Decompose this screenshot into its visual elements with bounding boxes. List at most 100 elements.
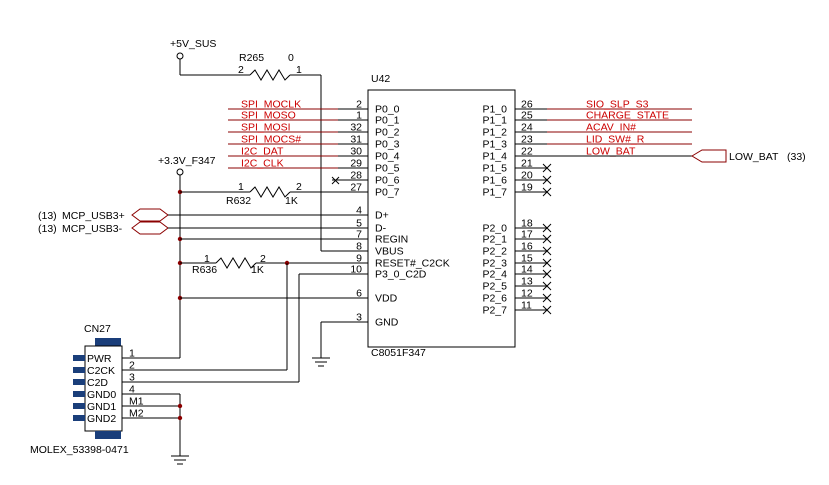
pin-name-p2-5: P2_5 <box>482 281 507 293</box>
pin-num-p2-6: 12 <box>521 288 533 300</box>
pin-num-p0-5: 29 <box>350 158 362 170</box>
r632-ref: R632 <box>226 195 251 207</box>
connector-pin-num-c2d: 3 <box>129 372 135 384</box>
vsus-label: +5V_SUS <box>170 38 216 50</box>
net-label-spi-moclk: SPI_MOCLK <box>241 99 301 111</box>
pin-num-p2-3: 15 <box>521 253 533 265</box>
net-label-spi-moso: SPI_MOSO <box>241 110 296 122</box>
net-label-i2c-clk: I2C_CLK <box>241 158 284 170</box>
connector-top-tab <box>95 338 121 346</box>
no-connect-p2-2 <box>542 246 552 256</box>
pin-num-d: 4 <box>356 205 362 217</box>
low-bat-arrow <box>691 149 727 163</box>
pin-name-p0-7: P0_7 <box>375 187 400 199</box>
pin-name-p0-6: P0_6 <box>375 175 400 187</box>
usb-offpage: (13) MCP_USB3+ (13) MCP_USB3- <box>38 208 368 235</box>
r632-value: 1K <box>285 195 298 207</box>
r265-ref: R265 <box>239 52 264 64</box>
usb-pos-name: MCP_USB3+ <box>62 210 125 222</box>
pin-name-p2-3: P2_3 <box>482 258 507 270</box>
connector-pin-gnd0 <box>73 391 85 397</box>
pin-name-p1-6: P1_6 <box>482 175 507 187</box>
ic-gnd <box>312 321 368 367</box>
v33-rail: +3.3V_F347 <box>158 155 368 358</box>
connector-pin-label-gnd1: GND1 <box>87 401 116 413</box>
ic-part: C8051F347 <box>371 347 426 359</box>
pin-name-gnd: GND <box>375 317 399 329</box>
r265-zigzag <box>249 69 291 81</box>
usb-pos-ref: (13) <box>38 210 57 222</box>
pin-name-p0-2: P0_2 <box>375 127 400 139</box>
pin-name-p2-1: P2_1 <box>482 234 507 246</box>
p06-no-connect <box>331 176 340 185</box>
pin-num-p1-6: 20 <box>521 170 533 182</box>
pin-num-vbus: 8 <box>356 241 362 253</box>
pin-name-vdd: VDD <box>375 293 398 305</box>
connector-pin-label-gnd0: GND0 <box>87 389 116 401</box>
low-bat-name: LOW_BAT <box>729 151 779 163</box>
pin-name-d: D+ <box>375 210 389 222</box>
r636-pin-b: 2 <box>260 253 266 265</box>
usb-neg-name: MCP_USB3- <box>62 223 123 235</box>
pin-name-p2-4: P2_4 <box>482 269 507 281</box>
usb-pos-arrow <box>131 208 169 222</box>
ic-u42: U42 C8051F347 <box>367 73 516 359</box>
connector-pin-c2ck <box>73 367 85 373</box>
connector-pin-num-gnd2: M2 <box>129 408 144 420</box>
v33-terminal <box>176 168 184 176</box>
usb-neg-arrow <box>131 221 169 235</box>
pin-num-p0-6: 28 <box>350 170 362 182</box>
net-label-i2c-dat: I2C_DAT <box>241 146 284 158</box>
pin-name-p0-5: P0_5 <box>375 163 400 175</box>
pin-name-regin: REGIN <box>375 234 408 246</box>
pin-num-p0-3: 31 <box>350 134 362 146</box>
connector-pin-num-gnd1: M1 <box>129 396 144 408</box>
low-bat-offpage: LOW_BAT (33) <box>515 149 806 163</box>
connector-pin-label-pwr: PWR <box>87 353 112 365</box>
pin-name-p0-4: P0_4 <box>375 151 400 163</box>
pin-num-reset-c2ck: 9 <box>356 253 362 265</box>
connector-cn27: CN27 MOLEX_53398-0471 <box>30 323 129 456</box>
pin-name-p2-2: P2_2 <box>482 246 507 258</box>
pin-num-gnd: 3 <box>356 312 362 324</box>
pin-name-p1-0: P1_0 <box>482 104 507 116</box>
r265-pin-a: 2 <box>238 64 244 76</box>
no-connect-p1-5 <box>542 163 552 173</box>
pin-name-p1-5: P1_5 <box>482 163 507 175</box>
net-label-spi-mocs: SPI_MOCS# <box>241 134 301 146</box>
net-label-spi-mosi: SPI_MOSI <box>241 122 291 134</box>
r632-pin-a: 1 <box>238 181 244 193</box>
pin-name-p0-0: P0_0 <box>375 104 400 116</box>
pin-name-reset-c2ck: RESET#_C2CK <box>375 258 450 270</box>
pin-num-p0-1: 1 <box>356 110 362 122</box>
vsus-rail: +5V_SUS <box>170 38 250 76</box>
pin-name-p0-1: P0_1 <box>375 115 400 127</box>
r636-ref: R636 <box>192 264 217 276</box>
left-net-labels: SPI_MOCLKSPI_MOSOSPI_MOSISPI_MOCS#I2C_DA… <box>241 99 301 170</box>
connector-pin-num-c2ck: 2 <box>129 360 135 372</box>
pin-name-p2-7: P2_7 <box>482 305 507 317</box>
pin-name-p2-0: P2_0 <box>482 223 507 235</box>
connector-pin-pwr <box>73 355 85 361</box>
pin-num-p1-5: 21 <box>521 158 533 170</box>
pin-num-p3-0-c2d: 10 <box>350 264 362 276</box>
ic-ref: U42 <box>371 73 390 85</box>
pin-name-p1-4: P1_4 <box>482 151 507 163</box>
vsus-terminal <box>176 52 184 60</box>
connector-bottom-tab <box>95 431 121 439</box>
connector-pin-gnd2 <box>73 415 85 421</box>
no-connect-p1-7 <box>542 187 552 197</box>
no-connect-p1-6 <box>542 175 552 185</box>
pin-num-p2-2: 16 <box>521 241 533 253</box>
net-label-charge-state: CHARGE_STATE <box>586 110 669 122</box>
connector-pin-num-gnd0: 4 <box>129 384 135 396</box>
connector-pin-label-c2ck: C2CK <box>87 365 115 377</box>
net-label-lid-sw-r: LID_SW#_R <box>586 134 645 146</box>
connector-part: MOLEX_53398-0471 <box>30 444 129 456</box>
no-connect-p2-3 <box>542 258 552 268</box>
pin-num-p2-4: 14 <box>521 264 533 276</box>
pin-num-p0-4: 30 <box>350 146 362 158</box>
